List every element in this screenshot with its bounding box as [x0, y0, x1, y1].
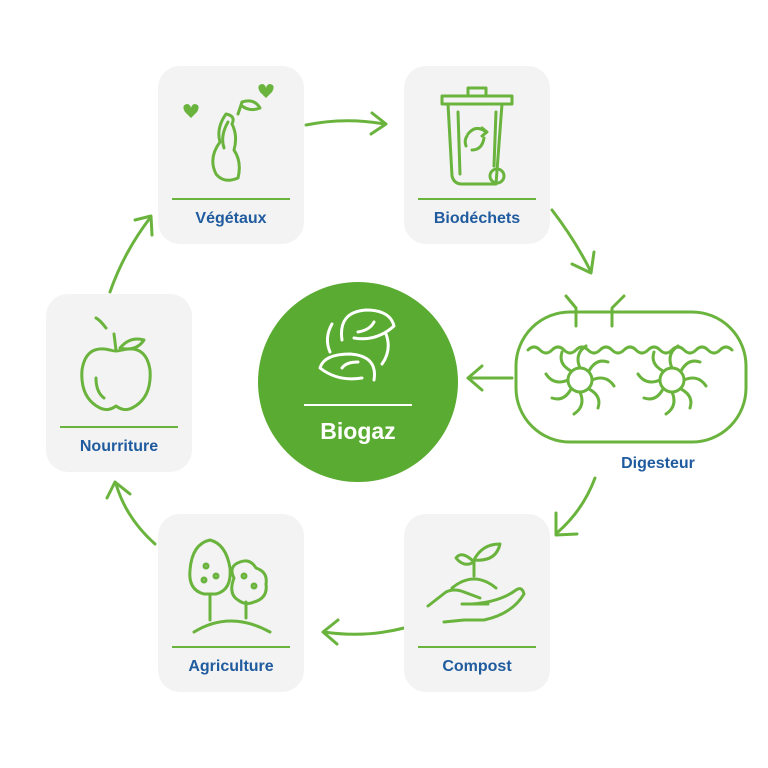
label-digesteur: Digesteur	[621, 455, 695, 472]
card-vegetaux: Végétaux	[158, 66, 304, 244]
arrow-digesteur-to-compost	[556, 476, 597, 534]
label-nourriture: Nourriture	[79, 438, 159, 455]
divider-line	[418, 198, 536, 200]
recycling-bin-icon	[440, 86, 514, 186]
arrow-compost-to-agriculture	[322, 626, 406, 636]
divider-line	[172, 198, 290, 200]
label-vegetaux: Végétaux	[195, 210, 267, 227]
apple-core-icon	[183, 84, 274, 182]
divider-line	[304, 404, 412, 406]
card-agriculture: Agriculture	[158, 514, 304, 692]
card-nourriture: Nourriture	[46, 294, 192, 472]
card-compost: Compost	[404, 514, 550, 692]
label-compost: Compost	[442, 658, 512, 675]
trees-icon	[188, 538, 272, 634]
mixer-rotor-left	[544, 344, 616, 416]
label-biogaz: Biogaz	[320, 418, 396, 444]
label-biodechets: Biodéchets	[433, 210, 521, 227]
hand-sprout-icon	[426, 542, 526, 624]
divider-line	[60, 426, 178, 428]
arrow-vegetaux-to-biodechets	[304, 119, 386, 127]
arrow-biodechets-to-digesteur	[550, 208, 592, 272]
biogaz-center: Biogaz	[258, 282, 458, 482]
mixer-rotor-right	[636, 344, 708, 416]
divider-line	[172, 646, 290, 648]
label-agriculture: Agriculture	[188, 658, 274, 675]
apple-icon	[80, 316, 152, 412]
divider-line	[418, 646, 536, 648]
recycle-leaves-icon	[318, 308, 396, 382]
arrow-agriculture-to-nourriture	[114, 482, 157, 546]
card-biodechets: Biodéchets	[404, 66, 550, 244]
arrow-nourriture-to-vegetaux	[108, 216, 152, 294]
